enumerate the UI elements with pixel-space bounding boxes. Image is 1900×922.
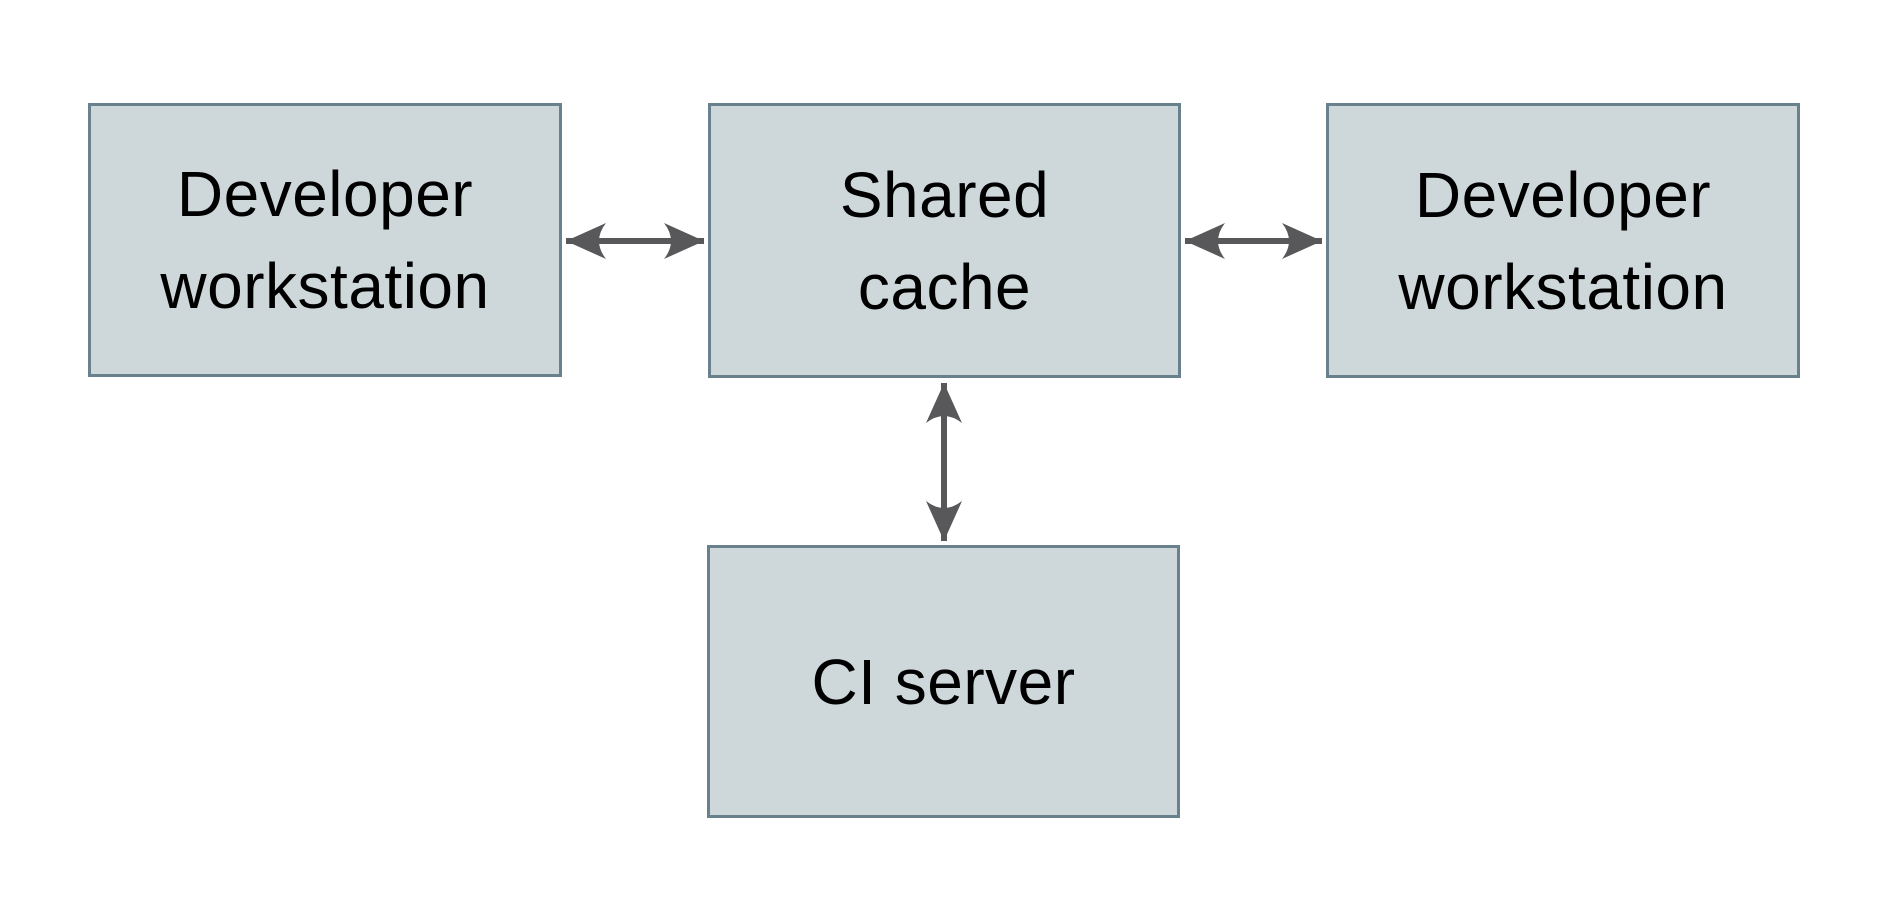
node-label-ci-server: CI server xyxy=(811,645,1076,718)
node-developer-workstation-left: Developer workstation xyxy=(88,103,562,377)
node-shared-cache: Shared cache xyxy=(708,103,1181,378)
node-developer-workstation-right: Developer workstation xyxy=(1326,103,1800,378)
node-label-developer-workstation-right: Developer workstation xyxy=(1398,158,1728,323)
node-ci-server: CI server xyxy=(707,545,1180,818)
node-label-shared-cache: Shared cache xyxy=(839,158,1050,323)
node-label-developer-workstation-left: Developer workstation xyxy=(160,158,490,322)
